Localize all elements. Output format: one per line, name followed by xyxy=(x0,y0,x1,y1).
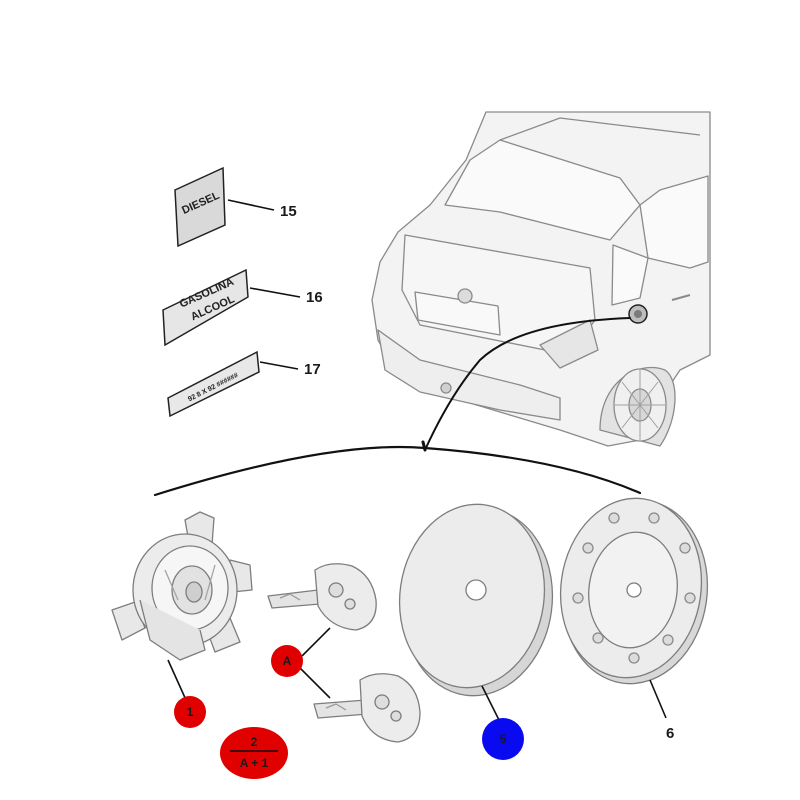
fraction-numerator: 2 xyxy=(251,735,258,749)
callout-badge-5-label: 5 xyxy=(500,732,507,746)
plate-serial: 92 8 X 92 ###### xyxy=(167,350,260,418)
cap-cover-icon xyxy=(398,503,554,697)
leader-16 xyxy=(249,287,301,298)
part-number-17: 17 xyxy=(304,361,321,378)
lock-barrel-icon xyxy=(111,511,253,661)
riveted-cap-icon xyxy=(559,497,709,685)
plate-gasolina-alcool: GASOLINA ALCOOL xyxy=(162,268,249,347)
fraction-denominator: A + 1 xyxy=(240,756,269,770)
leader-6 xyxy=(649,679,667,719)
part-number-15: 15 xyxy=(280,203,297,220)
leader-a-bottom xyxy=(299,667,331,699)
plate-diesel: DIESEL xyxy=(174,166,226,248)
callout-badge-a xyxy=(271,645,303,677)
part-number-16: 16 xyxy=(306,289,323,306)
fuel-filler-flap-icon xyxy=(628,304,648,324)
key-icon xyxy=(267,563,377,631)
leader-a-top xyxy=(301,627,331,657)
detail-leader xyxy=(153,317,642,497)
leader-5 xyxy=(481,685,501,723)
callout-badge-a-label: A xyxy=(283,654,292,668)
leader-15 xyxy=(227,199,275,211)
callout-badge-5 xyxy=(482,718,524,760)
key-icon xyxy=(313,673,421,743)
part-number-6: 6 xyxy=(666,725,674,742)
leader-17 xyxy=(259,361,299,370)
quantity-fraction-badge: 2 A + 1 xyxy=(220,727,288,779)
callout-badge-1 xyxy=(174,696,206,728)
callout-badge-1-label: 1 xyxy=(187,705,194,719)
leader-1 xyxy=(167,659,187,701)
hatchback-rear-icon xyxy=(371,111,711,447)
